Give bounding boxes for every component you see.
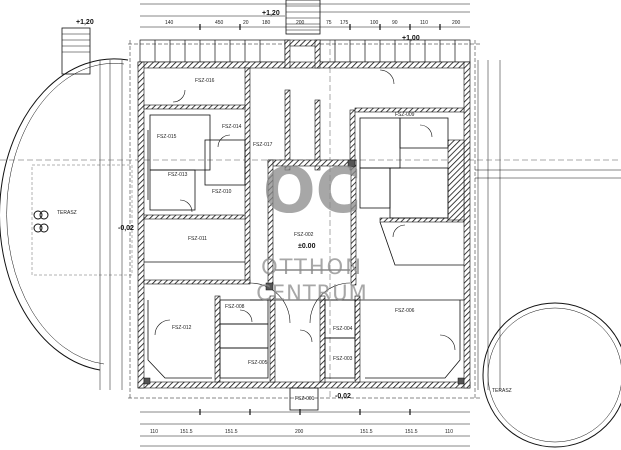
room-label: FSZ-016 bbox=[195, 78, 215, 84]
dimension-value: 200 bbox=[296, 20, 305, 26]
columns bbox=[143, 159, 465, 385]
dimension-value: 90 bbox=[392, 20, 398, 26]
partitions bbox=[144, 114, 464, 411]
dimension-value: 140 bbox=[165, 20, 174, 26]
dimension-value: 180 bbox=[262, 20, 271, 26]
room-label: FSZ-001 bbox=[295, 396, 315, 402]
interior-walls bbox=[143, 67, 465, 383]
dimension-text: 140 450 20 180 200 75 175 100 90 110 200… bbox=[150, 20, 461, 435]
right-terrace-circle bbox=[482, 302, 621, 448]
room-label: FSZ-005 bbox=[248, 360, 268, 366]
level-marker: ±0.00 bbox=[298, 243, 316, 250]
dimension-value: 200 bbox=[452, 20, 461, 26]
dimension-value: 110 bbox=[420, 20, 428, 26]
room-label: FSZ-017 bbox=[253, 142, 273, 148]
left-terrace-arc bbox=[0, 58, 129, 371]
level-marker: +1,20 bbox=[262, 10, 280, 17]
room-labels: FSZ-016 FSZ-015 FSZ-014 FSZ-017 FSZ-013 … bbox=[157, 78, 415, 402]
watermark-text: OTTHON bbox=[261, 255, 363, 279]
dimension-value: 151.5 bbox=[360, 429, 373, 435]
dimension-value: 151.5 bbox=[180, 429, 193, 435]
dimension-value: 110 bbox=[150, 429, 158, 435]
dimension-value: 20 bbox=[243, 20, 249, 26]
room-label: FSZ-011 bbox=[188, 236, 207, 242]
room-label: FSZ-008 bbox=[225, 304, 245, 310]
right-terrace-circle-inner bbox=[487, 307, 621, 443]
dimension-value: 450 bbox=[215, 20, 224, 26]
level-markers: +1,20 +1,20 +1,00 -0,02 -0,02 ±0.00 TERA… bbox=[57, 10, 512, 400]
room-label: FSZ-003 bbox=[333, 356, 353, 362]
terrace-label: TERASZ bbox=[57, 210, 77, 216]
room-label: FSZ-009 bbox=[395, 112, 415, 118]
dimension-ticks bbox=[199, 24, 441, 415]
top-stair bbox=[285, 0, 321, 35]
dimension-value: 100 bbox=[370, 20, 379, 26]
dimension-value: 175 bbox=[340, 20, 349, 26]
watermark-text: CENTRUM bbox=[256, 281, 368, 305]
level-marker: +1,20 bbox=[76, 19, 94, 26]
room-label: FSZ-010 bbox=[212, 189, 232, 195]
door-swings bbox=[154, 69, 456, 351]
dimension-value: 75 bbox=[326, 20, 332, 26]
level-marker: +1,00 bbox=[402, 35, 420, 42]
terrace-planters bbox=[33, 210, 49, 233]
level-marker: -0,02 bbox=[335, 393, 351, 400]
room-label: FSZ-014 bbox=[222, 124, 242, 130]
left-terrace-arc-inner bbox=[6, 63, 125, 365]
left-stair bbox=[61, 27, 91, 75]
dimension-value: 200 bbox=[295, 429, 304, 435]
room-label: FSZ-012 bbox=[172, 325, 192, 331]
room-label: FSZ-015 bbox=[157, 134, 177, 140]
level-marker: -0,02 bbox=[118, 225, 134, 232]
dimension-lines bbox=[0, 3, 621, 447]
dimension-value: 110 bbox=[445, 429, 453, 435]
terrace-outline bbox=[31, 164, 133, 276]
terrace-label: TERASZ bbox=[492, 388, 512, 394]
room-label: FSZ-006 bbox=[395, 308, 415, 314]
room-label: FSZ-002 bbox=[294, 232, 314, 238]
dimension-value: 151.5 bbox=[405, 429, 418, 435]
dimension-value: 151.5 bbox=[225, 429, 238, 435]
watermark-logo: OC bbox=[263, 154, 361, 227]
otthon-centrum-watermark: OC OTTHON CENTRUM bbox=[256, 154, 368, 305]
room-label: FSZ-004 bbox=[333, 326, 353, 332]
room-label: FSZ-013 bbox=[168, 172, 188, 178]
